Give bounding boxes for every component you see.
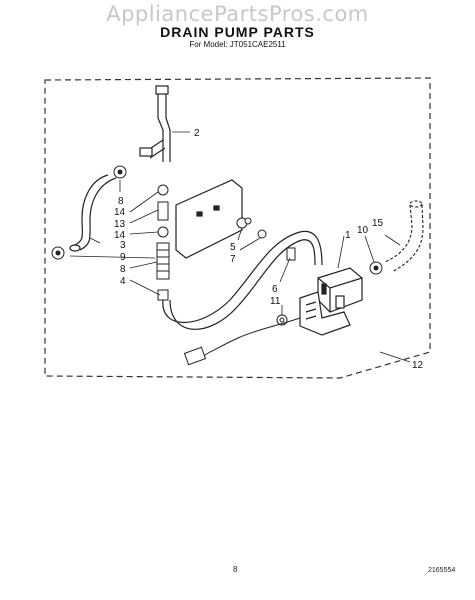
callout-3: 3: [120, 240, 126, 251]
part-7-washer: [257, 229, 267, 239]
callout-2: 2: [194, 128, 200, 139]
callout-14-lower: 14: [114, 230, 126, 241]
part-10-clamp: [369, 261, 383, 275]
part-2-tube: [139, 85, 171, 162]
clamp-8-lower: [51, 246, 65, 260]
clamp-8-upper: [113, 165, 127, 179]
document-number: 2165554: [428, 567, 456, 574]
callout-8-upper: 8: [118, 196, 124, 207]
callout-12: 12: [412, 360, 424, 371]
callout-7: 7: [230, 254, 236, 265]
part-6-fitting: [286, 247, 296, 261]
callout-4: 4: [120, 276, 126, 287]
callout-11: 11: [270, 296, 281, 307]
callout-10: 10: [357, 225, 369, 236]
page-title: DRAIN PUMP PARTS: [160, 24, 315, 40]
callout-5: 5: [230, 242, 236, 253]
dashed-boundary: [44, 77, 431, 379]
drain-hose: [162, 230, 323, 330]
part-1-pump: [299, 267, 363, 336]
callout-13: 13: [114, 219, 126, 230]
leader-lines: [69, 131, 411, 363]
page-number: 8: [233, 565, 238, 574]
part-3-hose: [69, 174, 117, 252]
part-15-hose: [384, 200, 424, 273]
callout-9: 9: [120, 252, 126, 263]
model-subtitle: For Model: JT051CAE2511: [189, 40, 286, 49]
power-cord: [183, 317, 301, 366]
callout-1: 1: [345, 230, 351, 241]
callout-15: 15: [372, 218, 384, 229]
fitting-stack: [156, 184, 170, 301]
gasket-plate: [175, 179, 243, 259]
callout-8-lower: 8: [120, 264, 126, 275]
callout-6: 6: [272, 284, 278, 295]
callout-14-upper: 14: [114, 207, 126, 218]
watermark-text: AppliancePartsPros.com: [106, 2, 369, 26]
part-5-fitting: [236, 217, 252, 229]
